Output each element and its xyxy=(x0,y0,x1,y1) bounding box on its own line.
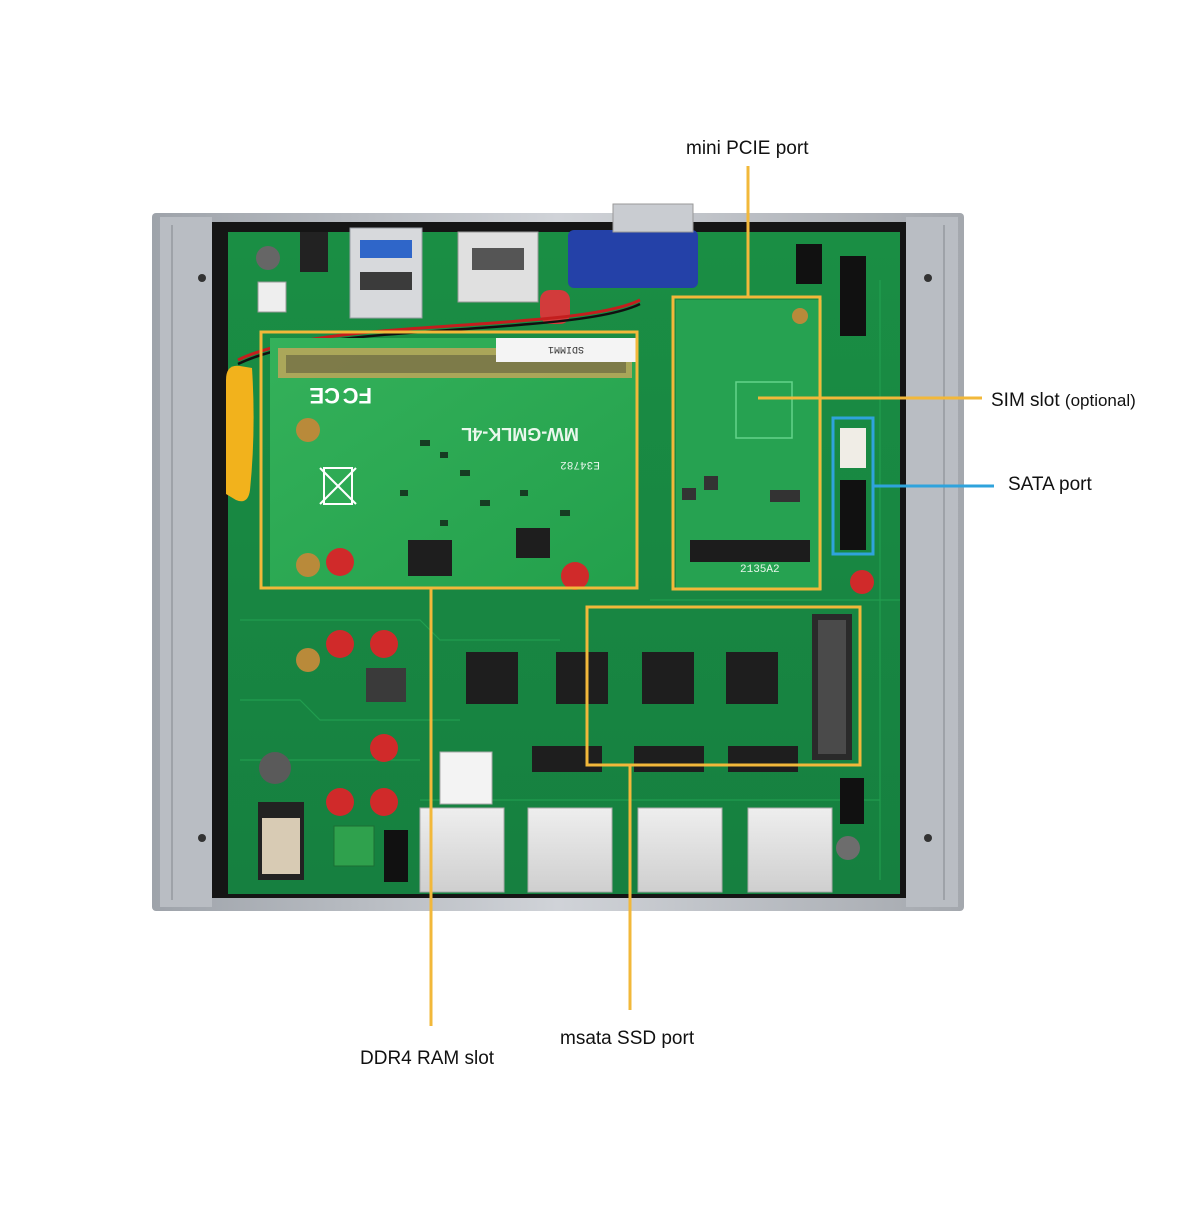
weee-bin-icon xyxy=(319,467,357,505)
top-io xyxy=(237,203,866,366)
fcc-mark-icon: FC xyxy=(343,383,372,408)
ce-mark-icon: CE xyxy=(309,383,340,408)
lan-controllers xyxy=(466,614,852,772)
callout-ddr4-ram xyxy=(259,330,639,1026)
label-sata-port: SATA port xyxy=(1008,474,1092,495)
rj45-ports xyxy=(419,751,833,893)
ram-model-label: MW-GMLK-4L xyxy=(461,424,579,444)
label-sim-slot: SIM slot (optional) xyxy=(991,390,1136,412)
sata-connector xyxy=(840,428,874,594)
ram-module: SDIMM1 MW-GMLK-4L E34782 CE FC xyxy=(270,338,636,590)
callout-msata xyxy=(585,605,862,1010)
mini-pcie-card: 2135A2 xyxy=(676,300,822,590)
msata-chip-mark: 2135A2 xyxy=(740,564,780,576)
ram-part-label: E34782 xyxy=(560,458,600,470)
label-mini-pcie-port: mini PCIE port xyxy=(686,138,809,159)
power-section xyxy=(258,630,864,882)
label-ddr4-ram-slot: DDR4 RAM slot xyxy=(360,1048,495,1069)
sim-slot-note: (optional) xyxy=(1064,391,1136,410)
label-msata-ssd-port: msata SSD port xyxy=(560,1028,695,1049)
sim-slot-text: SIM slot xyxy=(991,390,1060,411)
yellow-latch xyxy=(226,365,254,502)
callout-sata xyxy=(831,416,994,556)
callout-mini-pcie xyxy=(671,166,822,591)
svg-text:SDIMM1: SDIMM1 xyxy=(548,343,584,354)
